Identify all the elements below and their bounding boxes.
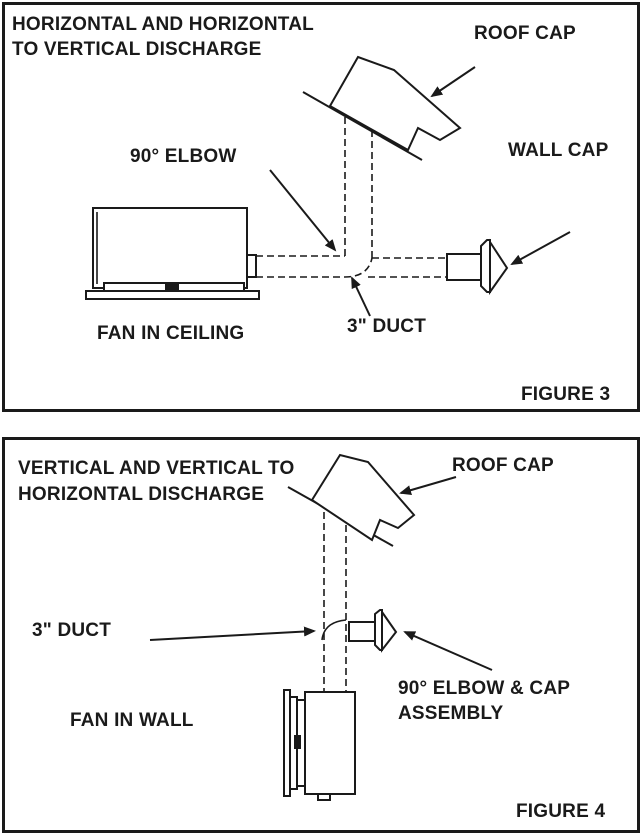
horizontal-duct xyxy=(256,110,447,278)
wall-fan xyxy=(283,689,356,801)
roof-cap-arrow xyxy=(430,66,476,98)
wall-cap-label: WALL CAP xyxy=(508,140,609,161)
elbow-arrow xyxy=(269,169,337,252)
elbow-label: 90° ELBOW xyxy=(130,146,237,167)
elbow-label-line2: ASSEMBLY xyxy=(398,703,504,724)
roof-cap xyxy=(302,55,462,161)
fan-label: FAN IN CEILING xyxy=(97,323,244,344)
duct-label: 3" DUCT xyxy=(347,316,426,337)
figure-4-drawing: VERTICAL AND VERTICAL TO HORIZONTAL DISC… xyxy=(18,453,605,822)
roof-cap-arrow xyxy=(399,476,457,496)
figure-3-title-line2: TO VERTICAL DISCHARGE xyxy=(12,39,261,60)
roof-cap-label: ROOF CAP xyxy=(474,23,576,44)
figure-4-label: FIGURE 4 xyxy=(516,801,605,822)
figure-3-drawing: HORIZONTAL AND HORIZONTAL TO VERTICAL DI… xyxy=(12,14,610,405)
duct-label: 3" DUCT xyxy=(32,620,111,641)
wall-cap xyxy=(446,238,509,296)
figure-3-title-line1: HORIZONTAL AND HORIZONTAL xyxy=(12,14,314,35)
wall-cap-arrow xyxy=(510,231,571,265)
ceiling-fan xyxy=(85,207,260,300)
fan-label: FAN IN WALL xyxy=(70,710,194,731)
vertical-duct xyxy=(323,512,347,692)
roof-cap-label: ROOF CAP xyxy=(452,455,554,476)
elbow-cap-assembly xyxy=(321,608,398,653)
elbow-label-line1: 90° ELBOW & CAP xyxy=(398,678,570,699)
figure-3-label: FIGURE 3 xyxy=(521,384,610,405)
roof-cap xyxy=(287,453,416,547)
figure-4-title-line2: HORIZONTAL DISCHARGE xyxy=(18,484,264,505)
figure-4-title-line1: VERTICAL AND VERTICAL TO xyxy=(18,458,294,479)
duct-arrow xyxy=(149,626,316,641)
duct-arrow xyxy=(351,276,371,317)
elbow-arrow xyxy=(403,631,493,671)
